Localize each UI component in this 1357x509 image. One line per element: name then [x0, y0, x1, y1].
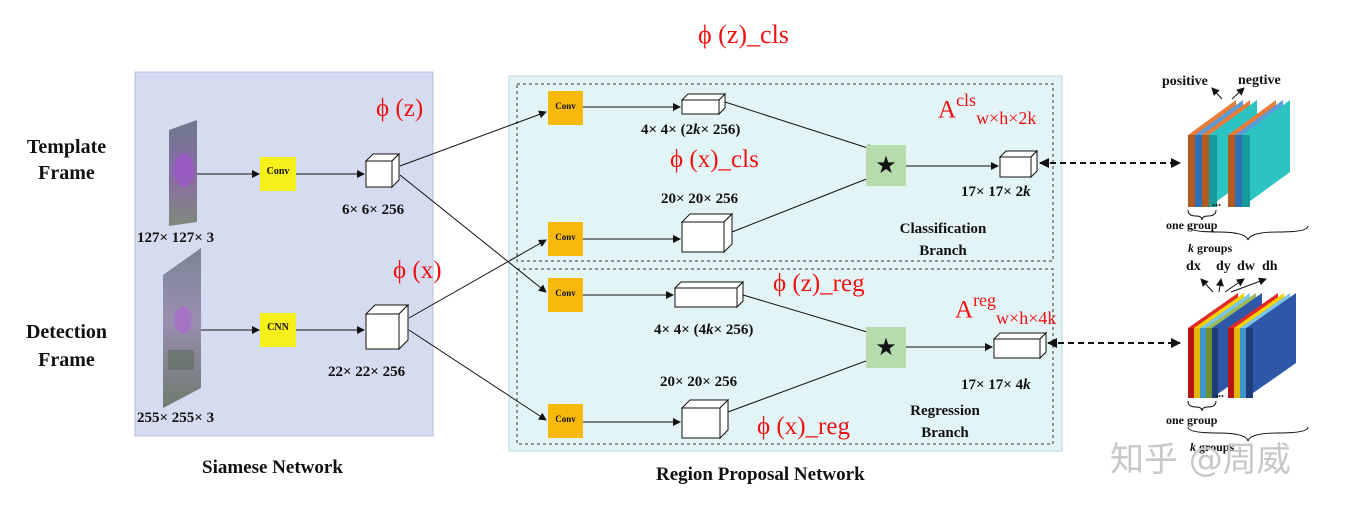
- a-cls-label: Aclsw×h×2k: [938, 90, 1036, 129]
- dx-label: dx: [1186, 259, 1201, 274]
- cls-output-k: k: [1023, 184, 1031, 200]
- feat-x-size-label: 22× 22× 256: [328, 364, 406, 380]
- watermark: 知乎 @周威: [1110, 440, 1291, 480]
- a-reg-sup: reg: [973, 290, 997, 310]
- detection-label-line1: Detection: [25, 321, 108, 343]
- reg-kernel-block: [673, 280, 745, 309]
- rpn-panel: [508, 75, 1063, 452]
- a-cls-sup: cls: [956, 90, 977, 110]
- cls-search-size-label: 20× 20× 256: [661, 191, 739, 207]
- reg-kernel-size-pre: 4× 4× (4: [654, 322, 707, 338]
- reg-dots: ...: [1215, 386, 1224, 400]
- detection-size-label: 255× 255× 3: [137, 410, 215, 426]
- phi-x-reg-label: ϕ (x)_reg: [757, 413, 850, 440]
- feature-cube-x: [364, 303, 410, 351]
- conv-label-z-cls: Conv: [555, 101, 576, 111]
- cls-branch-box: [516, 83, 1054, 262]
- reg-correlation-box: [866, 327, 906, 368]
- cls-dots: ...: [1212, 195, 1221, 209]
- siamese-title: Siamese Network: [202, 457, 343, 478]
- template-size-label: 127× 127× 3: [137, 230, 215, 246]
- a-cls-sub: w×h×2k: [976, 107, 1037, 128]
- negtive-label: negtive: [1238, 73, 1281, 88]
- feat-z-size-label: 6× 6× 256: [342, 202, 405, 218]
- cls-kernel-size-post: × 256): [700, 122, 741, 138]
- cls-k-groups-text: groups: [1194, 241, 1233, 255]
- conv-label-x-cls: Conv: [555, 232, 576, 242]
- reg-search-block: [680, 398, 730, 440]
- cls-kernel-size-label: 4× 4× (2k× 256): [641, 122, 740, 139]
- template-label-line1: Template: [26, 136, 107, 158]
- feature-cube-z: [364, 152, 401, 189]
- cls-branch-line2: Branch: [919, 243, 967, 259]
- cls-output-block: [998, 149, 1039, 179]
- template-frame-label: Template Frame: [14, 134, 119, 186]
- dh-label: dh: [1262, 259, 1278, 274]
- a-reg-sub: w×h×4k: [996, 307, 1057, 328]
- rpn-title: Region Proposal Network: [656, 464, 865, 485]
- reg-output-size-pre: 17× 17× 4: [961, 377, 1024, 393]
- conv-label-x-reg: Conv: [555, 414, 576, 424]
- conv-box-x-cls: [548, 222, 583, 256]
- reg-k-groups-k: k: [1190, 440, 1196, 454]
- reg-star-icon: ★: [875, 335, 897, 361]
- a-cls-base: A: [938, 96, 957, 124]
- cls-search-block: [680, 212, 734, 254]
- cls-output-size-pre: 17× 17× 2: [961, 184, 1024, 200]
- cls-output-size-label: 17× 17× 2k: [961, 184, 1031, 201]
- cnn-box-detection: [260, 313, 296, 347]
- conv-box-z-reg: [548, 278, 583, 312]
- phi-z-label: ϕ (z): [376, 95, 424, 122]
- reg-k-groups-text: groups: [1196, 440, 1235, 454]
- conv-label-z-reg: Conv: [555, 288, 576, 298]
- dw-label: dw: [1237, 259, 1255, 274]
- reg-output-k: k: [1023, 377, 1031, 393]
- cls-branch-label: Classification Branch: [880, 218, 1006, 262]
- reg-output-block: [992, 331, 1048, 360]
- reg-branch-line1: Regression: [910, 403, 980, 419]
- cls-output-stack: [1187, 87, 1309, 241]
- dy-label: dy: [1216, 259, 1231, 274]
- reg-kernel-size-post: × 256): [713, 322, 754, 338]
- reg-search-size-label: 20× 20× 256: [660, 374, 738, 390]
- phi-x-cls-label: ϕ (x)_cls: [670, 146, 759, 173]
- detection-image: [163, 248, 201, 408]
- cnn-box-template: [260, 157, 296, 191]
- cls-kernel-k: k: [693, 122, 701, 138]
- reg-k-groups-label: k groups: [1190, 440, 1234, 455]
- conv-box-z-cls: [548, 91, 583, 125]
- reg-branch-box: [516, 268, 1054, 445]
- phi-z-cls-label: ϕ (z)_cls: [698, 20, 789, 49]
- template-label-line2: Frame: [38, 162, 95, 184]
- template-image: [169, 120, 197, 226]
- phi-z-reg-label: ϕ (z)_reg: [773, 270, 865, 297]
- cls-kernel-size-pre: 4× 4× (2: [641, 122, 694, 138]
- cnn-label-detection: CNN: [267, 322, 289, 333]
- cls-k-groups-k: k: [1188, 241, 1194, 255]
- reg-kernel-size-label: 4× 4× (4k× 256): [654, 322, 753, 339]
- cls-star-icon: ★: [875, 153, 897, 179]
- phi-x-label: ϕ (x): [393, 257, 442, 284]
- detection-frame-label: Detection Frame: [14, 318, 119, 374]
- cls-kernel-block: [680, 92, 727, 116]
- reg-output-stack: [1187, 277, 1309, 442]
- reg-branch-label: Regression Branch: [882, 400, 1008, 444]
- reg-one-group-label: one group: [1166, 413, 1218, 427]
- cnn-label-template: Conv: [266, 166, 290, 177]
- a-reg-base: A: [955, 296, 974, 324]
- reg-output-size-label: 17× 17× 4k: [961, 377, 1031, 394]
- reg-branch-line2: Branch: [921, 425, 969, 441]
- detection-label-line2: Frame: [38, 349, 95, 371]
- conv-box-x-reg: [548, 404, 583, 438]
- a-reg-label: Aregw×h×4k: [955, 290, 1056, 329]
- cls-correlation-box: [866, 145, 906, 186]
- positive-label: positive: [1162, 74, 1208, 89]
- cls-branch-line1: Classification: [899, 221, 987, 237]
- cls-one-group-label: one group: [1166, 218, 1218, 232]
- reg-kernel-k: k: [706, 322, 714, 338]
- cls-k-groups-label: k groups: [1188, 241, 1232, 256]
